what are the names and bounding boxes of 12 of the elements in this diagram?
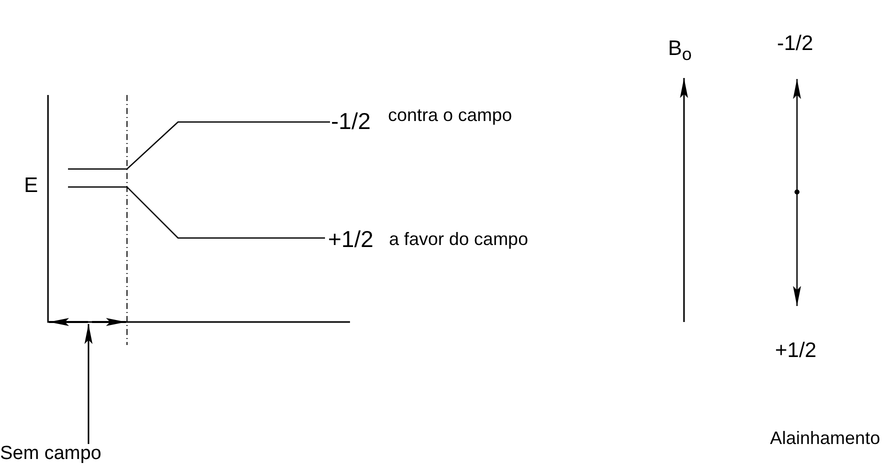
caption-label: Alainhamento: [770, 429, 880, 447]
width-arrow: [49, 318, 126, 326]
spin-label: -1/2: [777, 33, 814, 54]
axis-label: E: [24, 175, 38, 196]
arrow: [84, 324, 92, 444]
spin-label: +1/2: [775, 340, 816, 361]
spin-label: +1/2: [328, 228, 374, 251]
state-label: a favor do campo: [389, 230, 528, 248]
state-label: contra o campo: [388, 106, 512, 124]
caption-label: Sem campo: [0, 444, 102, 463]
spin-label: -1/2: [331, 110, 371, 133]
field-label: B$_{o}$: [668, 38, 692, 64]
